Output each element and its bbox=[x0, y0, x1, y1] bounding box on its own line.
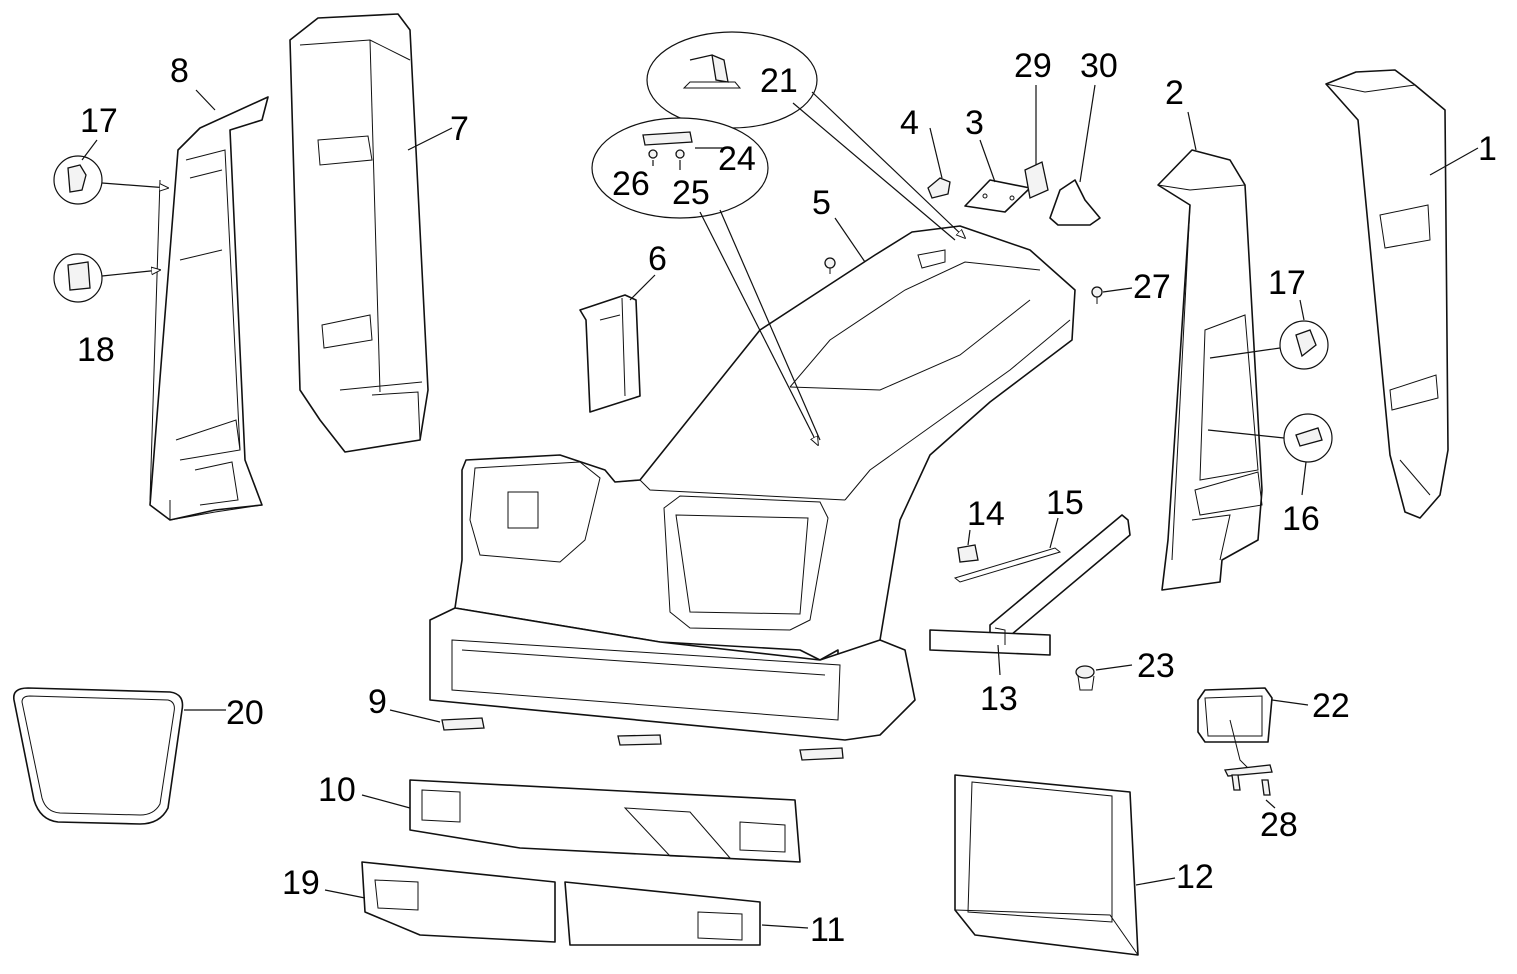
callout-7: 7 bbox=[450, 110, 469, 148]
callout-6: 6 bbox=[648, 240, 667, 278]
callout-leaders bbox=[195, 89, 1479, 301]
part-17-clip-bubble-left bbox=[53, 139, 168, 205]
callout-14: 14 bbox=[967, 495, 1005, 533]
part-11-plate-right bbox=[564, 881, 809, 946]
part-2-right-front-pillar bbox=[1157, 149, 1263, 591]
callout-11: 11 bbox=[810, 911, 845, 949]
part-3-plate bbox=[964, 139, 1031, 213]
part-30-bracket bbox=[1049, 84, 1101, 226]
callout-12: 12 bbox=[1176, 858, 1214, 896]
part-9-clips bbox=[389, 709, 844, 761]
callout-28: 28 bbox=[1260, 806, 1298, 844]
part-21-detail-bubble bbox=[646, 31, 965, 241]
part-28-pins bbox=[1231, 774, 1276, 809]
callout-27: 27 bbox=[1133, 268, 1171, 306]
callout-19: 19 bbox=[282, 864, 320, 902]
callout-24: 24 bbox=[718, 140, 756, 178]
callout-30: 30 bbox=[1080, 47, 1118, 85]
part-23-knob bbox=[1075, 664, 1133, 691]
part-18-clip-bubble bbox=[53, 253, 160, 303]
callout-8: 8 bbox=[170, 52, 189, 90]
part-22-mirror bbox=[1197, 687, 1309, 777]
part-27-bolt bbox=[1091, 286, 1133, 304]
callout-17-left: 17 bbox=[80, 102, 118, 140]
part-14-bracket bbox=[957, 529, 979, 563]
callout-9: 9 bbox=[368, 683, 387, 721]
part-24-25-26-detail-bubble bbox=[591, 117, 821, 445]
callout-23: 23 bbox=[1137, 647, 1175, 685]
callout-21: 21 bbox=[760, 62, 798, 100]
part-4-latch bbox=[927, 127, 951, 199]
callout-17-right: 17 bbox=[1268, 264, 1306, 302]
callout-22: 22 bbox=[1312, 687, 1350, 725]
callout-13: 13 bbox=[980, 680, 1018, 718]
callout-26: 26 bbox=[612, 165, 650, 203]
callout-20: 20 bbox=[226, 694, 264, 732]
callout-29: 29 bbox=[1014, 47, 1052, 85]
part-29-bracket bbox=[1024, 85, 1049, 199]
callout-15: 15 bbox=[1046, 484, 1084, 522]
part-17-clip-bubble-right bbox=[1209, 299, 1329, 370]
callout-2: 2 bbox=[1165, 74, 1184, 112]
part-12-frame bbox=[954, 774, 1176, 956]
part-6-bracket-panel bbox=[579, 294, 641, 413]
part-8-left-front-pillar bbox=[149, 96, 269, 521]
callout-labels: 1 2 3 4 5 6 7 8 9 10 11 12 13 14 15 16 1… bbox=[77, 47, 1497, 949]
callout-16: 16 bbox=[1282, 500, 1320, 538]
callout-4: 4 bbox=[900, 104, 919, 142]
callout-10: 10 bbox=[318, 771, 356, 809]
part-20-gasket bbox=[12, 687, 226, 825]
part-19-plate-left bbox=[324, 861, 556, 943]
callout-5: 5 bbox=[812, 184, 831, 222]
part-16-clip-bubble bbox=[1207, 413, 1333, 496]
callout-3: 3 bbox=[965, 104, 984, 142]
callout-1: 1 bbox=[1478, 130, 1497, 168]
part-1-right-side-panel bbox=[1325, 69, 1449, 519]
part-5-main-hood bbox=[429, 225, 1076, 741]
callout-25: 25 bbox=[672, 174, 710, 212]
part-10-plate bbox=[361, 779, 801, 863]
callout-18: 18 bbox=[77, 331, 115, 369]
part-15-rod bbox=[953, 517, 1062, 583]
part-13-rail bbox=[929, 514, 1131, 676]
part-7-left-side-panel bbox=[289, 13, 429, 453]
